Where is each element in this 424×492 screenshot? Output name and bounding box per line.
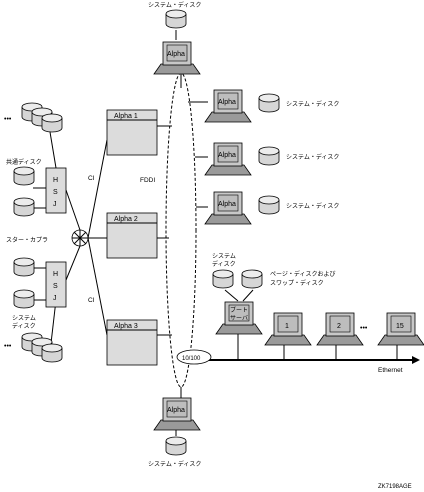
- fddi-ring: [165, 72, 197, 388]
- workstation-right-3: Alpha: [204, 191, 252, 225]
- svg-text:H: H: [53, 177, 58, 184]
- alpha-2-host: Alpha 2: [106, 212, 158, 259]
- connection-lines: [33, 30, 420, 436]
- alpha-1-label: Alpha 1: [114, 113, 138, 120]
- top-system-disk: システム・ディスク: [148, 1, 201, 29]
- bottom-workstation: Alpha: [153, 397, 201, 431]
- system-disk-left-line2: ディスク: [12, 322, 36, 330]
- system-disk-right-2-label: システム・ディスク: [286, 153, 339, 161]
- bottom-workstation-label: Alpha: [167, 407, 185, 414]
- workstation-right-1: Alpha: [204, 89, 252, 123]
- system-disk-right-1-label: システム・ディスク: [286, 100, 339, 108]
- ellipsis-bottom-left: •••: [4, 343, 12, 350]
- svg-text:H: H: [53, 271, 58, 278]
- ethernet-label: Ethernet: [378, 367, 403, 374]
- boot-system-disk-line2: ディスク: [212, 260, 236, 268]
- fddi-label: FDDI: [140, 177, 155, 184]
- boot-system-disk-line1: システム: [212, 253, 236, 260]
- hsj-controller-top: H S J: [45, 167, 67, 214]
- alpha-3-host: Alpha 3: [106, 319, 158, 366]
- svg-text:J: J: [53, 295, 57, 302]
- ci-label-top: CI: [88, 175, 95, 182]
- star-coupler: [71, 229, 89, 247]
- page-swap-line2: スワップ・ディスク: [270, 279, 324, 287]
- workstation-right-2-label: Alpha: [218, 152, 236, 159]
- ellipsis-top-left: •••: [4, 116, 12, 123]
- figure-id: ZK7198AGE: [378, 484, 412, 490]
- satellite-15: 15: [377, 312, 424, 346]
- page-swap-line1: ページ・ディスクおよび: [270, 270, 335, 278]
- speed-label: 10/100: [182, 356, 201, 362]
- ci-label-bottom: CI: [88, 297, 95, 304]
- satellite-2: 2: [316, 312, 364, 346]
- alpha-2-label: Alpha 2: [114, 216, 138, 223]
- shared-disk-label: 共通ディスク: [6, 158, 42, 166]
- alpha-1-host: Alpha 1: [106, 109, 158, 156]
- star-coupler-label: スター・カプラ: [6, 236, 48, 244]
- svg-text:S: S: [53, 283, 58, 290]
- top-workstation-label: Alpha: [167, 51, 185, 58]
- workstation-right-1-label: Alpha: [218, 99, 236, 106]
- svg-text:ブート: ブート: [230, 306, 248, 314]
- ellipsis-satellites: •••: [360, 325, 368, 332]
- top-system-disk-label: システム・ディスク: [148, 1, 201, 9]
- svg-text:1: 1: [285, 323, 289, 330]
- system-disk-left-line1: システム: [12, 315, 36, 322]
- top-workstation: Alpha: [153, 41, 201, 75]
- workstation-right-3-label: Alpha: [218, 201, 236, 208]
- hsj-controller-bottom: H S J: [45, 261, 67, 308]
- svg-text:J: J: [53, 201, 57, 208]
- svg-text:サーバ: サーバ: [230, 315, 248, 322]
- svg-text:15: 15: [396, 323, 404, 330]
- svg-text:2: 2: [337, 323, 341, 330]
- boot-server: ブート サーバ: [215, 301, 263, 335]
- alpha-3-label: Alpha 3: [114, 323, 138, 330]
- bottom-system-disk-label: システム・ディスク: [148, 460, 201, 468]
- satellite-1: 1: [264, 312, 312, 346]
- workstation-right-2: Alpha: [204, 142, 252, 176]
- svg-text:S: S: [53, 189, 58, 196]
- system-disk-right-3-label: システム・ディスク: [286, 202, 339, 210]
- speed-oval: [176, 349, 212, 365]
